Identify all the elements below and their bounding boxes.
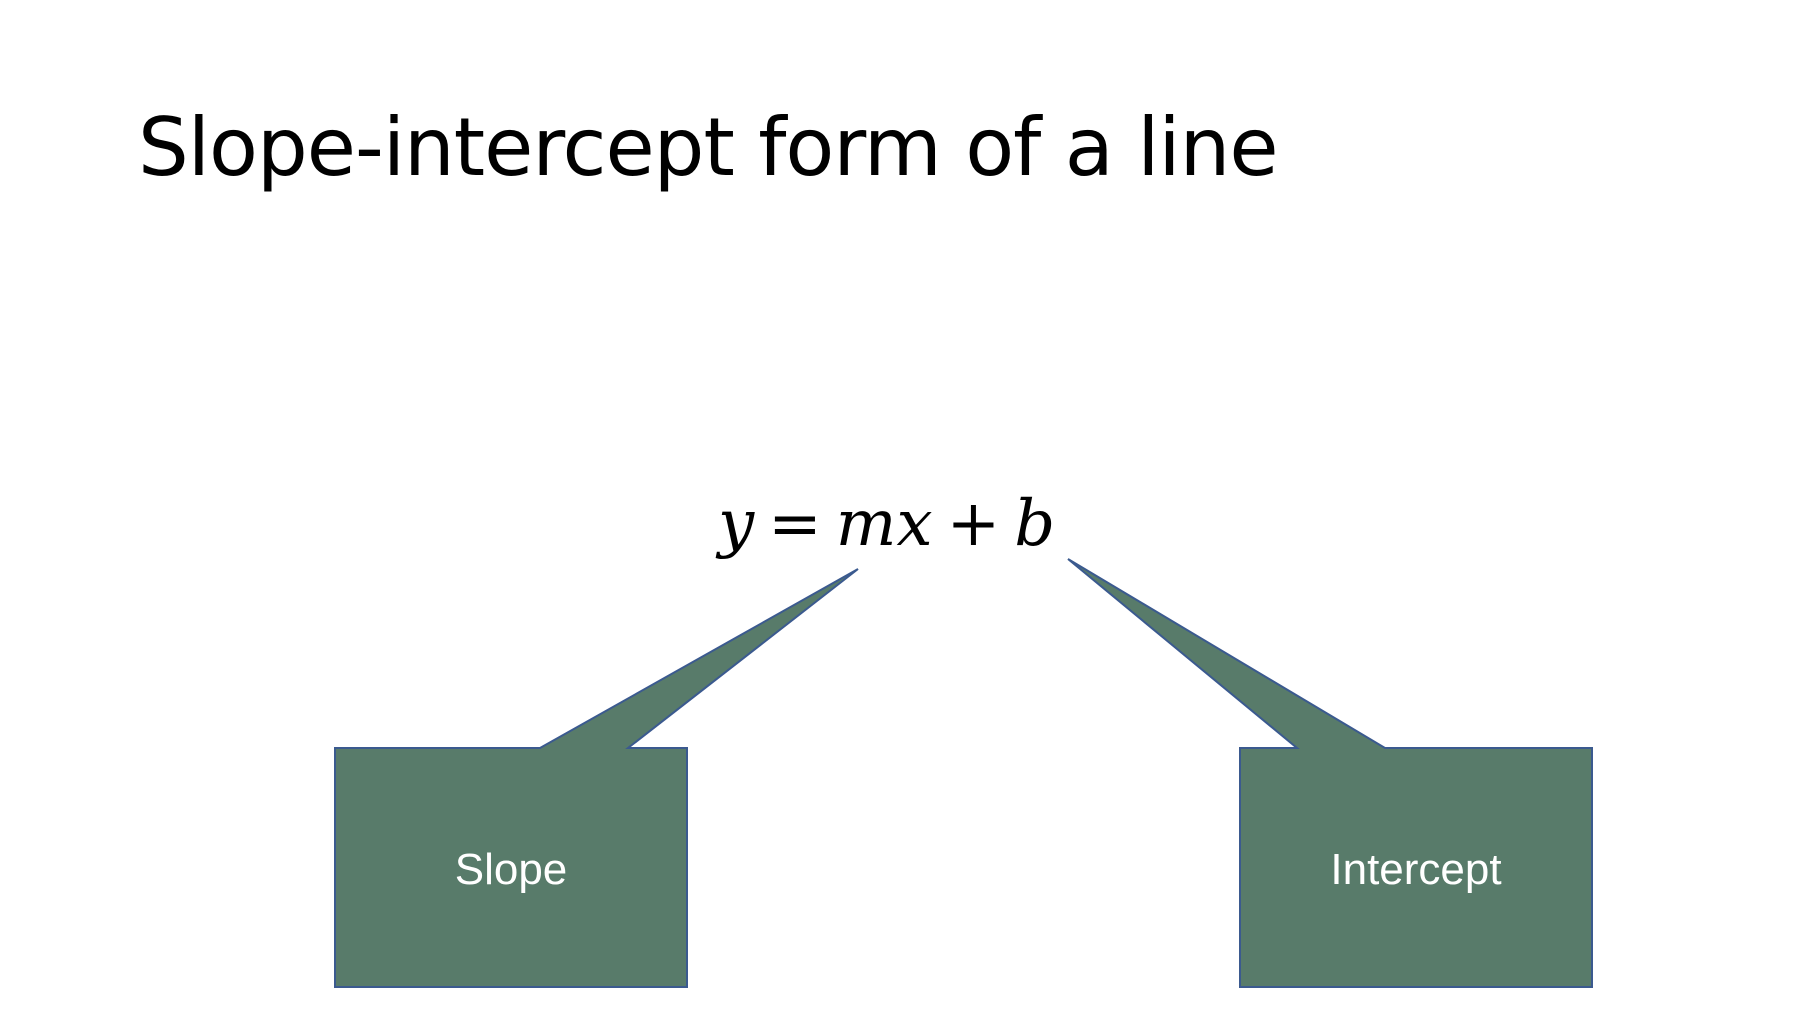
equation-y: y — [718, 487, 755, 561]
equation-equals: = — [768, 487, 822, 561]
intercept-callout-shape — [1067, 558, 1593, 988]
slope-intercept-equation: y=mx+b — [718, 484, 1055, 564]
equation-b: b — [1014, 487, 1056, 561]
intercept-label: Intercept — [1330, 845, 1502, 894]
equation-plus: + — [946, 487, 1001, 561]
equation-x: x — [896, 487, 933, 561]
slide-title: Slope-intercept form of a line — [138, 101, 1279, 194]
slope-callout-shape — [334, 568, 859, 988]
slope-label: Slope — [454, 845, 568, 894]
equation-m: m — [835, 487, 897, 561]
